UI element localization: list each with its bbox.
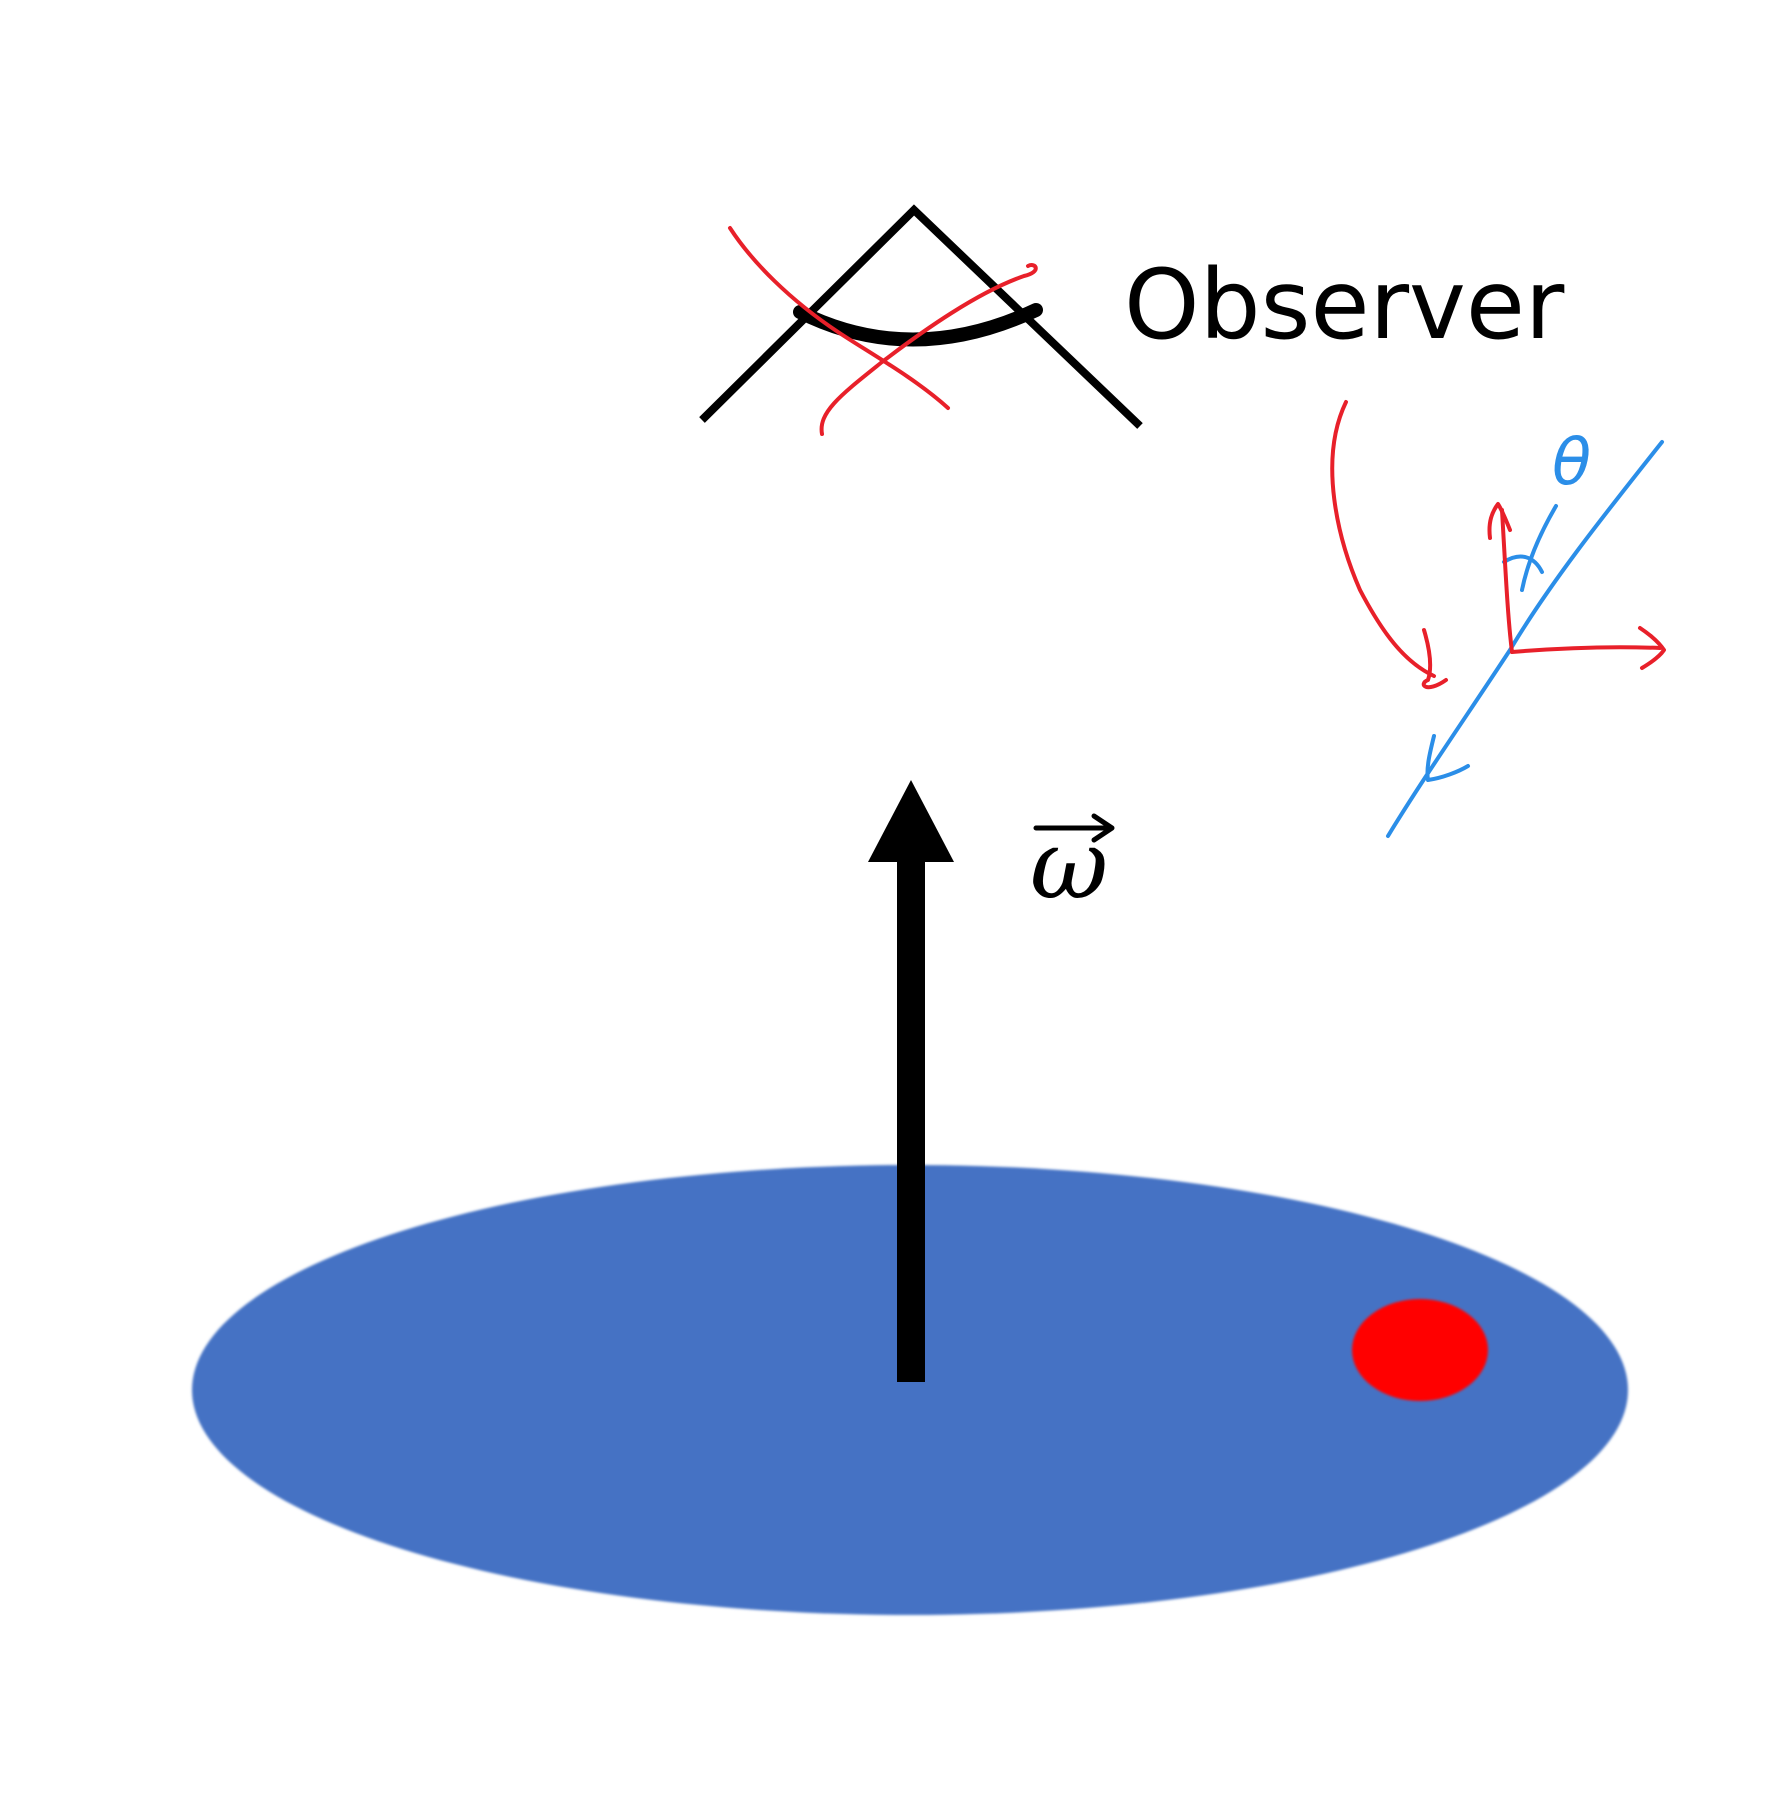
red-axes-sketch	[1487, 502, 1666, 670]
vector-arrow-icon	[1033, 813, 1115, 843]
omega-symbol: ω	[1030, 809, 1108, 921]
angle-arc	[1502, 554, 1544, 574]
arrow-up-icon-shaft	[897, 850, 925, 1382]
cross-out-icon	[728, 226, 1038, 436]
omega-arrow	[868, 780, 954, 1382]
arrow-up-icon	[868, 780, 954, 862]
observer-label: Observer	[1124, 249, 1565, 361]
omega-label: ω	[1030, 809, 1115, 921]
theta-label: θ	[1552, 426, 1591, 500]
tilted-axis-sketch	[1386, 440, 1664, 838]
red-point	[1352, 1299, 1488, 1401]
curved-arrow-icon	[1330, 400, 1448, 690]
eye-icon	[699, 204, 1143, 429]
rotating-disk	[192, 1165, 1628, 1615]
